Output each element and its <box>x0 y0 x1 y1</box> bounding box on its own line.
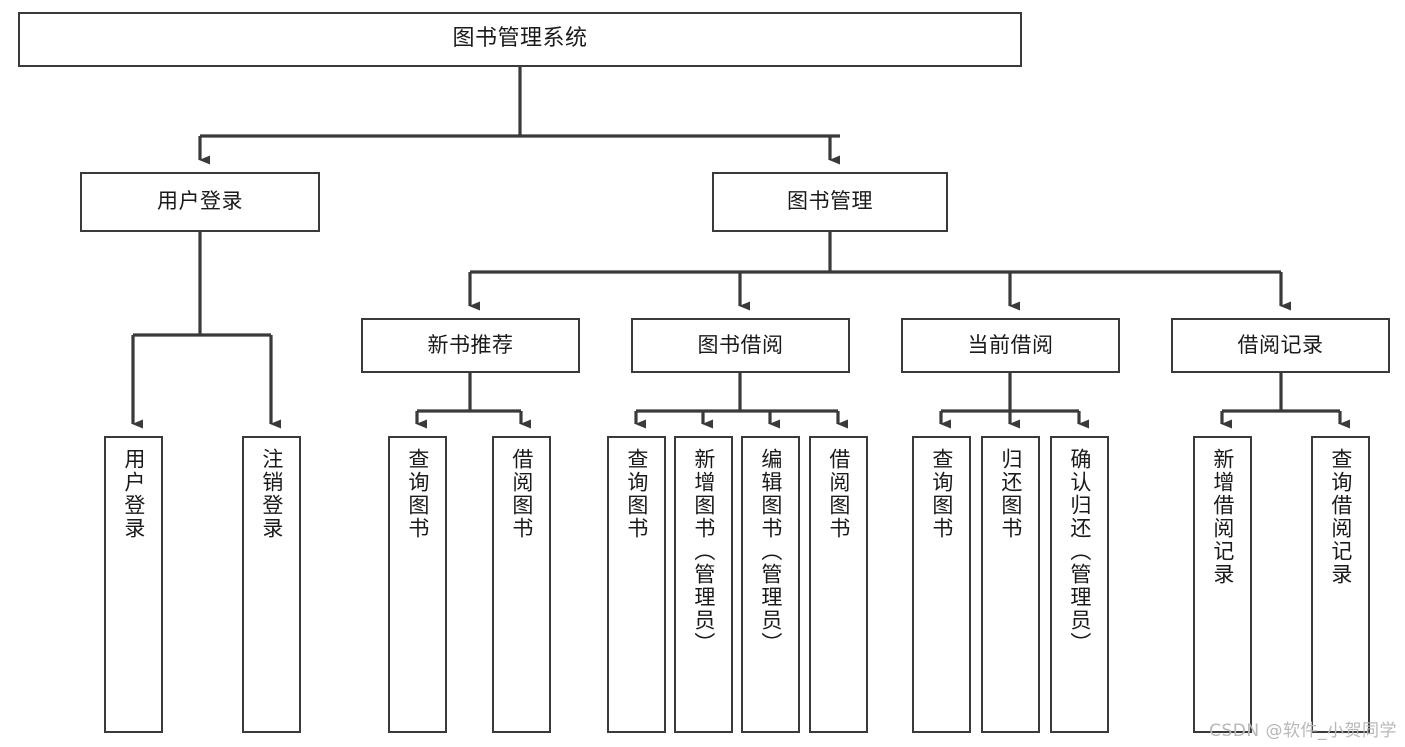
leaf-query-book-borrow[interactable]: 查询图书 <box>607 436 666 733</box>
node-borrow-record[interactable]: 借阅记录 <box>1171 318 1390 373</box>
node-new-book-recommend[interactable]: 新书推荐 <box>361 318 580 373</box>
leaf-label: 查询图书 <box>405 448 430 540</box>
node-root[interactable]: 图书管理系统 <box>18 12 1022 67</box>
leaf-user-login[interactable]: 用户登录 <box>104 436 163 733</box>
leaf-label: 编辑图书（管理员） <box>758 448 783 655</box>
leaf-label: 注销登录 <box>259 448 284 540</box>
leaf-borrow-book[interactable]: 借阅图书 <box>809 436 868 733</box>
node-current-borrow-label: 当前借阅 <box>967 332 1054 357</box>
node-user-login[interactable]: 用户登录 <box>80 172 320 232</box>
leaf-label: 用户登录 <box>121 448 146 540</box>
node-borrow-record-label: 借阅记录 <box>1237 332 1324 357</box>
leaf-label: 查询图书 <box>929 448 954 540</box>
leaf-logout[interactable]: 注销登录 <box>242 436 301 733</box>
leaf-label: 新增借阅记录 <box>1210 448 1235 586</box>
node-book-manage[interactable]: 图书管理 <box>712 172 948 232</box>
node-current-borrow[interactable]: 当前借阅 <box>901 318 1120 373</box>
leaf-query-book-current[interactable]: 查询图书 <box>912 436 971 733</box>
leaf-add-borrow-record[interactable]: 新增借阅记录 <box>1193 436 1252 733</box>
leaf-add-book-admin[interactable]: 新增图书（管理员） <box>674 436 733 733</box>
leaf-label: 查询借阅记录 <box>1328 448 1353 586</box>
node-root-label: 图书管理系统 <box>452 26 588 52</box>
leaf-label: 新增图书（管理员） <box>691 448 716 655</box>
leaf-label: 查询图书 <box>624 448 649 540</box>
leaf-confirm-return-admin[interactable]: 确认归还（管理员） <box>1050 436 1109 733</box>
leaf-label: 确认归还（管理员） <box>1067 448 1092 655</box>
leaf-borrow-book-rec[interactable]: 借阅图书 <box>492 436 551 733</box>
leaf-query-book-rec[interactable]: 查询图书 <box>388 436 447 733</box>
node-user-login-label: 用户登录 <box>157 189 243 214</box>
leaf-query-borrow-record[interactable]: 查询借阅记录 <box>1311 436 1370 733</box>
node-book-borrow[interactable]: 图书借阅 <box>631 318 850 373</box>
leaf-edit-book-admin[interactable]: 编辑图书（管理员） <box>741 436 800 733</box>
node-book-manage-label: 图书管理 <box>787 189 873 214</box>
leaf-label: 归还图书 <box>998 448 1023 540</box>
node-new-book-recommend-label: 新书推荐 <box>427 332 514 357</box>
leaf-label: 借阅图书 <box>826 448 851 540</box>
leaf-label: 借阅图书 <box>509 448 534 540</box>
leaf-return-book[interactable]: 归还图书 <box>981 436 1040 733</box>
node-book-borrow-label: 图书借阅 <box>697 332 784 357</box>
